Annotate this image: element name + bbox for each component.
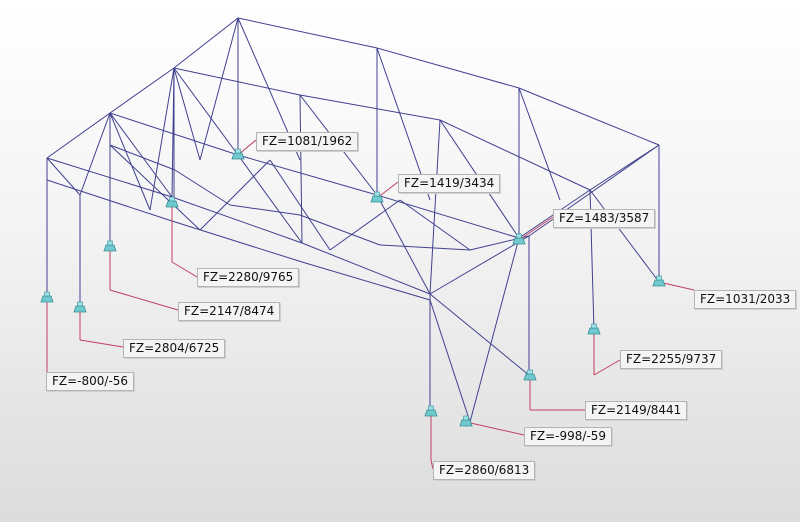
roof-bracing [299, 214, 381, 246]
truss-diagonals [79, 112, 111, 196]
eave-beam-front [429, 235, 530, 295]
truss-diagonals [109, 112, 173, 198]
girt-beam [301, 261, 431, 301]
support-icon [165, 196, 179, 208]
leader-line [518, 216, 554, 241]
eave-beam-back [376, 194, 520, 239]
leader-line [658, 281, 695, 291]
truss-diagonals [173, 67, 239, 156]
gable-rafter-left [173, 17, 239, 69]
support-icon [424, 405, 438, 417]
label-leader-lines [46, 139, 695, 470]
reaction-label: FZ=-800/-56 [46, 372, 135, 391]
roof-bracing [399, 199, 471, 251]
support-icon [587, 323, 601, 335]
reaction-label: FZ=2149/8441 [585, 401, 688, 420]
support-icon [231, 148, 245, 160]
leader-line [430, 459, 434, 470]
eave-beam-front [301, 242, 431, 295]
truss-diagonals [518, 87, 561, 201]
ridge-beam [237, 17, 378, 49]
roof-bracing [379, 244, 471, 251]
truss-diagonals [149, 67, 175, 211]
truss-diagonals [429, 119, 441, 295]
roof-bracing [174, 169, 231, 206]
truss-diagonals [237, 154, 303, 244]
support-icon [370, 191, 384, 203]
reaction-label: FZ=2147/8474 [178, 302, 281, 321]
reaction-label: FZ=2280/9765 [197, 268, 300, 287]
reaction-label: FZ=2804/6725 [123, 339, 226, 358]
steel-frame-members [46, 17, 660, 423]
support-icon [523, 369, 537, 381]
reaction-label: FZ=2860/6813 [433, 461, 536, 480]
corner-brace [589, 189, 660, 283]
wall-brace [469, 237, 520, 423]
support-icon [459, 415, 473, 427]
support-icon [40, 291, 54, 303]
reaction-label: FZ=1081/1962 [256, 132, 359, 151]
girt-beam [171, 220, 303, 263]
leader-line [237, 139, 257, 156]
gable-rafter-left [46, 112, 111, 159]
purlin-beam [439, 119, 591, 191]
reaction-label: FZ=2255/9737 [620, 350, 723, 369]
support-icon [103, 240, 117, 252]
eave-beam-front [171, 196, 303, 244]
truss-diagonals [46, 157, 81, 196]
reaction-label: FZ=1419/3434 [398, 174, 501, 193]
leader-line [79, 339, 124, 348]
gable-rafter-left [109, 67, 175, 114]
truss-diagonals [199, 17, 239, 161]
truss-diagonals [299, 94, 303, 244]
support-nodes [40, 148, 666, 427]
ridge-beam [518, 87, 660, 146]
support-icon [652, 275, 666, 287]
roof-bracing [109, 144, 176, 171]
support-icon [512, 233, 526, 245]
reaction-label: FZ=1031/2033 [694, 290, 797, 309]
ridge-beam [376, 47, 520, 89]
roof-bracing [199, 159, 271, 231]
truss-diagonals [589, 144, 660, 191]
reaction-label: FZ=1483/3587 [553, 209, 656, 228]
roof-bracing [329, 199, 401, 251]
truss-diagonals [173, 67, 201, 161]
leader-line [376, 181, 399, 199]
wall-brace [429, 299, 471, 423]
leader-line [109, 289, 179, 311]
leader-line [593, 359, 621, 376]
purlin-beam [299, 94, 441, 121]
roof-bracing [109, 144, 201, 231]
purlin-beam [173, 67, 301, 96]
support-icon [73, 301, 87, 313]
eave-beam-front [528, 144, 660, 237]
eave-beam-back [237, 154, 378, 196]
leader-line [465, 421, 525, 436]
reaction-label: FZ=-998/-59 [524, 427, 613, 446]
truss-diagonals [109, 112, 151, 211]
roof-bracing [229, 204, 301, 216]
roof-bracing [269, 159, 331, 251]
wall-brace [429, 293, 531, 377]
leader-line [171, 261, 198, 278]
truss-diagonals [376, 194, 431, 295]
